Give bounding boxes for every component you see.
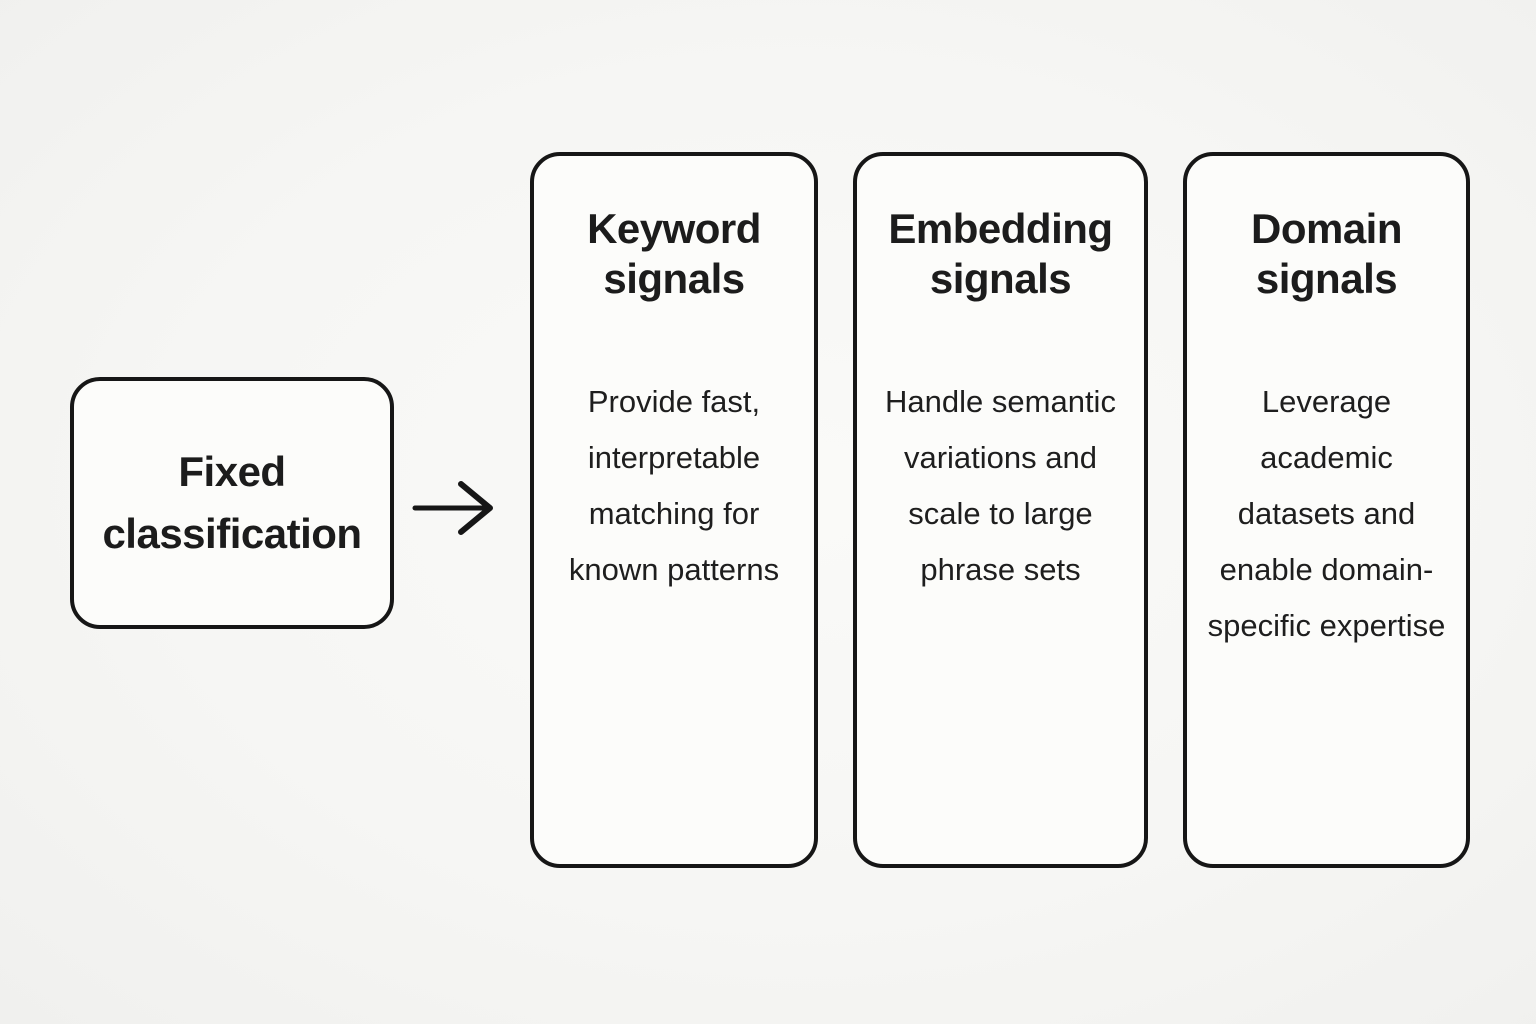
right-arrow-icon — [412, 481, 493, 535]
card-embedding-signals: Embedding signals Handle semantic variat… — [853, 152, 1148, 868]
card-description-domain-signals: Leverage academic datasets and enable do… — [1207, 384, 1446, 643]
source-node-label: Fixed classification — [102, 448, 362, 557]
card-keyword-signals: Keyword signals Provide fast, interpreta… — [530, 152, 818, 868]
card-domain-signals: Domain signals Leverage academic dataset… — [1183, 152, 1470, 868]
card-title-domain-signals: Domain signals — [1250, 205, 1403, 302]
card-description-keyword-signals: Provide fast, interpretable matching for… — [568, 384, 780, 587]
card-description-embedding-signals: Handle semantic variations and scale to … — [885, 384, 1116, 587]
card-title-keyword-signals: Keyword signals — [587, 205, 761, 302]
card-title-embedding-signals: Embedding signals — [888, 205, 1113, 302]
source-node-fixed-classification: Fixed classification — [70, 377, 394, 629]
